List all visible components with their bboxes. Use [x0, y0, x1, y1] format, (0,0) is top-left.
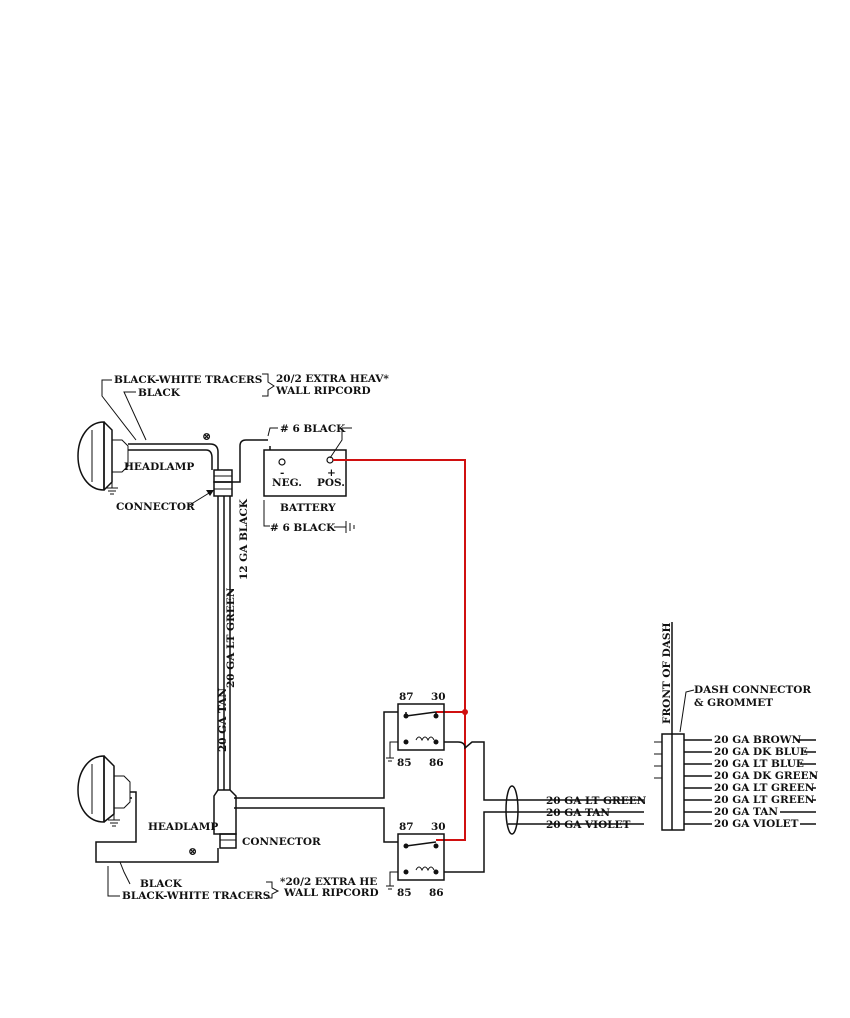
headlamp-upper-label: HEADLAMP — [124, 461, 194, 473]
lower-ripcord-wire — [95, 791, 219, 863]
dash-connector-label-2: & GROMMET — [694, 697, 773, 709]
battery-feed-wire — [333, 459, 466, 841]
upper-black-label: BLACK — [138, 387, 181, 399]
relay-lower-85: 85 — [397, 887, 412, 899]
dash-connector-label-1: DASH CONNECTOR — [694, 684, 811, 696]
wire-20ga-lt-green-label: 20 GA LT GREEN — [225, 587, 237, 688]
relay-lower-86: 86 — [429, 887, 444, 899]
upper-cord-label-1: 20/2 EXTRA HEAV* — [276, 373, 389, 385]
headlamp-lower-label: HEADLAMP — [148, 821, 218, 833]
mid-violet-label: 20 GA VIOLET — [546, 819, 631, 831]
right-wire-8: 20 GA VIOLET — [714, 818, 799, 830]
front-of-dash-label: FRONT OF DASH — [661, 623, 673, 724]
relay-lower-87: 87 — [399, 821, 414, 833]
lower-cord-label-1: *20/2 EXTRA HE — [280, 876, 377, 888]
right-wire-7: 20 GA TAN — [714, 806, 778, 818]
relay-upper-86: 86 — [429, 757, 444, 769]
battery-minus-label: - — [280, 467, 284, 479]
headlamp-upper-icon — [77, 421, 129, 495]
wire-12ga-black — [232, 439, 268, 483]
wire-bundle-oval — [505, 785, 519, 835]
right-wire-6: 20 GA LT GREEN — [714, 794, 815, 806]
relay-upper-30: 30 — [431, 691, 446, 703]
upper-tracers-label: BLACK-WHITE TRACERS — [114, 374, 262, 386]
connector-lower-icon — [213, 789, 237, 849]
mid-lt-green-label: 20 GA LT GREEN — [546, 795, 647, 807]
splice-symbol-upper: ⊗ — [202, 430, 211, 443]
right-wire-1: 20 GA BROWN — [714, 734, 802, 746]
headlamp-lower-icon — [77, 755, 131, 827]
battery-label: BATTERY — [280, 502, 336, 514]
wire-20ga-tan-label: 20 GA TAN — [217, 688, 229, 752]
connector-upper-label: CONNECTOR — [116, 501, 195, 513]
right-wire-3: 20 GA LT BLUE — [714, 758, 804, 770]
battery-plus-label: + — [327, 467, 336, 479]
relay-upper-85: 85 — [397, 757, 412, 769]
dash-connector-icon — [654, 733, 685, 831]
battery-pos-label: POS. — [317, 477, 345, 489]
relay-lower-icon — [397, 833, 445, 881]
right-wire-2: 20 GA DK BLUE — [714, 746, 808, 758]
upper-cord-label-2: WALL RIPCORD — [275, 385, 371, 397]
relay-upper-icon — [397, 703, 445, 751]
lower-black-label: BLACK — [140, 878, 183, 890]
connector-upper-icon — [213, 469, 233, 497]
battery-icon — [263, 446, 347, 497]
dash-right-wires — [684, 739, 816, 825]
lower-cord-label-2: WALL RIPCORD — [283, 887, 379, 899]
right-wire-5: 20 GA LT GREEN — [714, 782, 815, 794]
battery-neg-label: NEG. — [272, 477, 302, 489]
mid-tan-label: 20 GA TAN — [546, 807, 610, 819]
relay-upper-87: 87 — [399, 691, 414, 703]
wire-12ga-black-label: 12 GA BLACK — [238, 498, 250, 580]
right-wire-4: 20 GA DK GREEN — [714, 770, 819, 782]
splice-symbol-lower: ⊗ — [188, 845, 197, 858]
battery-bottom-wire-label: # 6 BLACK — [270, 522, 336, 534]
relay-lower-30: 30 — [431, 821, 446, 833]
battery-top-wire-label: # 6 BLACK — [280, 423, 346, 435]
connector-lower-label: CONNECTOR — [242, 836, 321, 848]
lower-tracers-label: BLACK-WHITE TRACERS — [122, 890, 270, 902]
upper-ripcord-wire — [128, 443, 219, 470]
